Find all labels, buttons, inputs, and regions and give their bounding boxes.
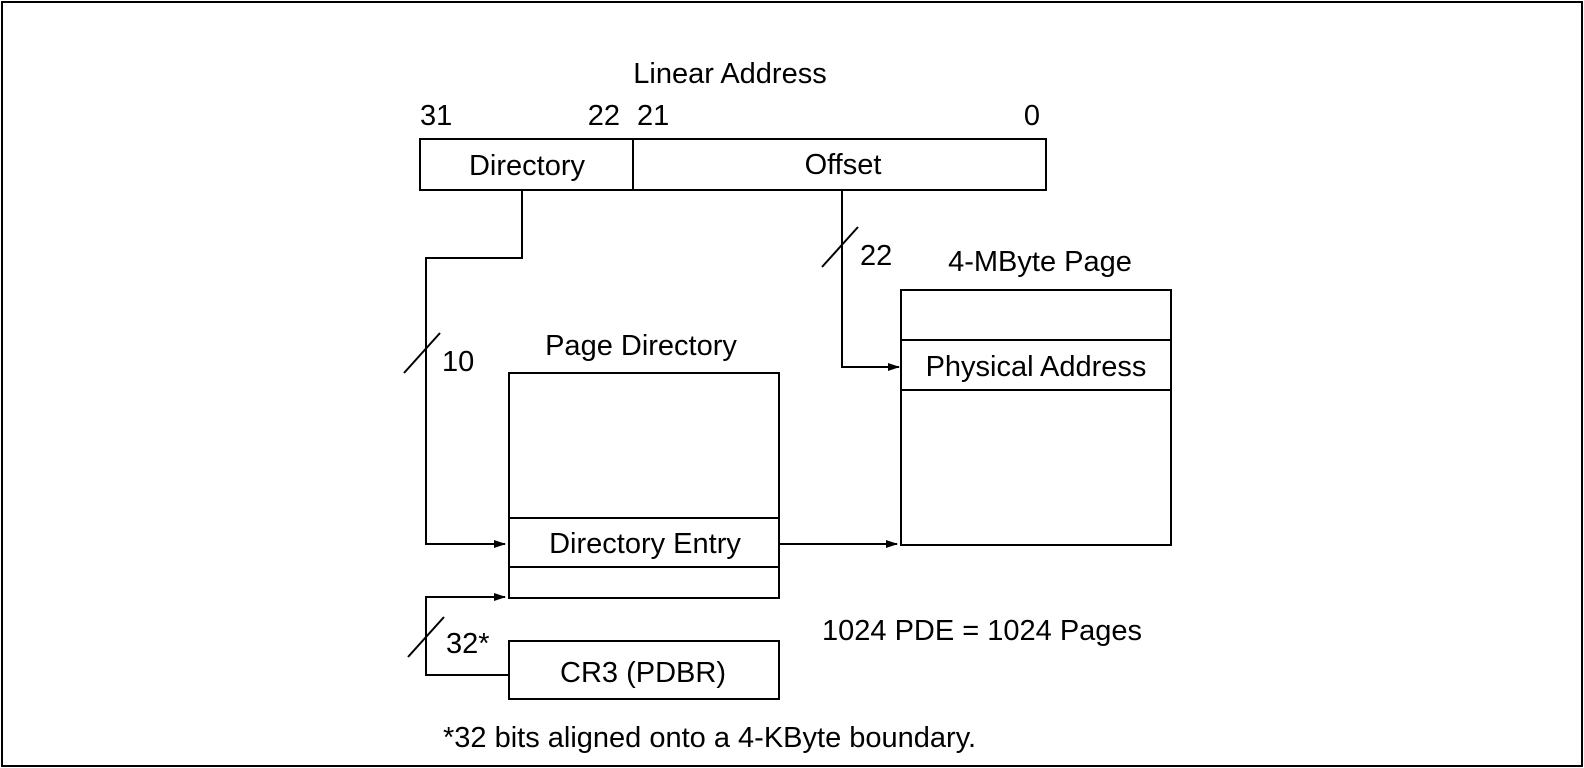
pde-count-note: 1024 PDE = 1024 Pages: [822, 615, 1142, 647]
directory-entry-label: Directory Entry: [549, 528, 741, 560]
linear-address-title: Linear Address: [633, 58, 826, 90]
offset-bus-slash: [821, 226, 859, 268]
page-directory-box: [508, 372, 780, 599]
page-directory-title: Page Directory: [545, 330, 737, 362]
directory-bus-slash: [403, 332, 441, 374]
offset-field-label: Offset: [805, 149, 882, 181]
bit-label-21: 21: [637, 100, 669, 132]
cr3-bus-slash: [407, 616, 445, 658]
offset-bus-width: 22: [860, 240, 892, 272]
directory-field-label: Directory: [469, 150, 586, 182]
bit-label-22: 22: [588, 100, 620, 132]
page-title: 4-MByte Page: [948, 246, 1132, 278]
directory-index-line: [425, 190, 523, 548]
cr3-label: CR3 (PDBR): [560, 657, 726, 689]
cr3-bus-width: 32*: [446, 628, 490, 660]
bit-label-31: 31: [420, 100, 452, 132]
offset-line: [841, 190, 900, 371]
physical-address-label: Physical Address: [926, 351, 1147, 383]
bit-label-0: 0: [1024, 100, 1040, 132]
offset-field-box: [632, 138, 1047, 191]
page-box: [900, 289, 1172, 546]
directory-bus-width: 10: [442, 346, 474, 378]
footnote: *32 bits aligned onto a 4-KByte boundary…: [443, 722, 976, 754]
cr3-box: [508, 640, 780, 700]
directory-field-box: [419, 138, 634, 191]
